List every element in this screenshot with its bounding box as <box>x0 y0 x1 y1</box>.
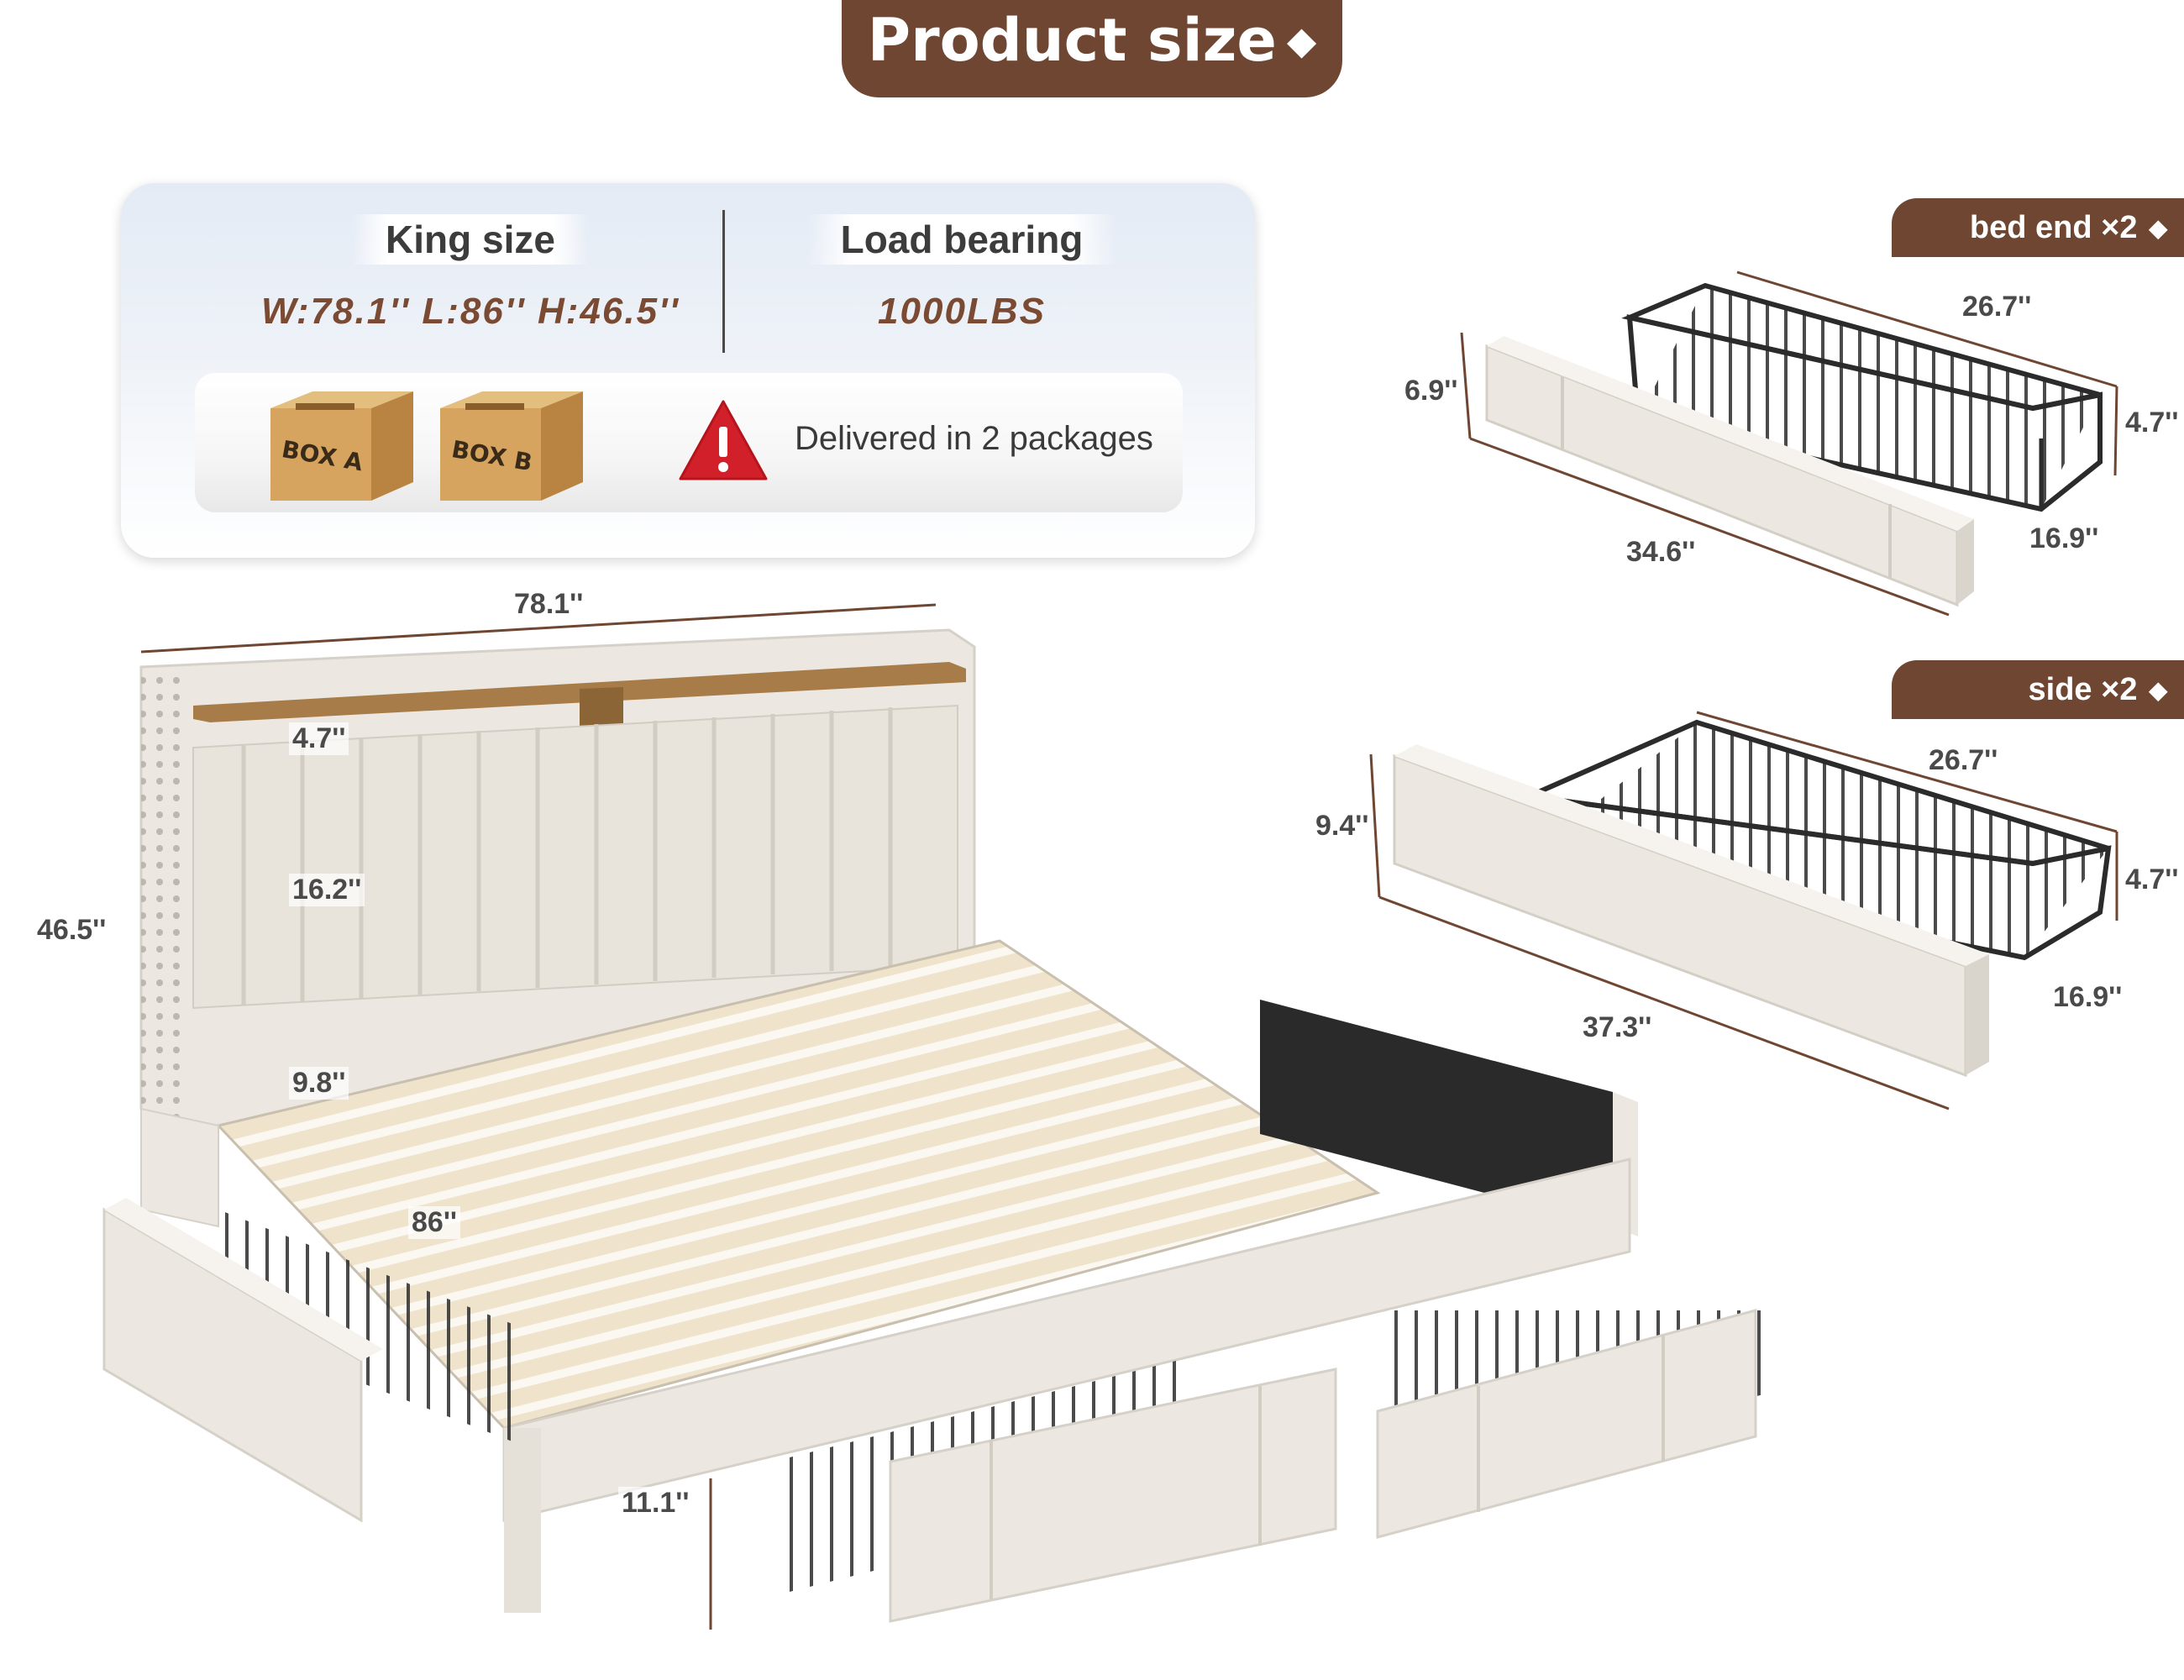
box-b-icon: BOX B <box>440 391 583 501</box>
side-drawer-illustration <box>1369 711 2118 1110</box>
bed-end-front-length: 34.6'' <box>1626 536 1696 568</box>
bed-height-label: 46.5'' <box>37 914 107 946</box>
delivery-text: Delivered in 2 packages <box>795 420 1153 457</box>
king-size-label: King size <box>352 214 589 265</box>
diamond-icon: ◆ <box>1286 18 1317 63</box>
bed-end-tab: bed end ×2 ◆ <box>1892 198 2184 257</box>
title-tab <box>842 0 1342 97</box>
page-title-text: Product size <box>867 6 1277 75</box>
side-drawer-depth: 26.7'' <box>1929 744 1998 776</box>
clearance-height-label: 9.8'' <box>289 1067 349 1100</box>
bed-end-drawer-illustration <box>1460 270 2118 617</box>
diamond-icon: ◆ <box>2149 214 2167 241</box>
load-bearing-value: 1000LBS <box>878 291 1046 332</box>
side-drawer-basket-width: 16.9'' <box>2053 981 2123 1013</box>
bed-length-label: 86'' <box>408 1206 460 1239</box>
card-divider <box>722 210 725 353</box>
diamond-icon: ◆ <box>2149 676 2167 703</box>
side-drawer-tab: side ×2 ◆ <box>1892 660 2184 719</box>
side-drawer-basket-height: 4.7'' <box>2125 864 2179 895</box>
bed-end-basket-height: 4.7'' <box>2125 407 2179 438</box>
bed-width-label: 78.1'' <box>514 588 584 620</box>
bed-illustration <box>102 603 1764 1630</box>
headboard-panels <box>192 704 958 1010</box>
bed-end-height: 6.9'' <box>1404 375 1458 407</box>
king-size-dimensions: W:78.1'' L:86'' H:46.5'' <box>261 291 680 332</box>
headboard-height-label: 16.2'' <box>289 874 365 906</box>
king-size-heading: King size <box>286 214 655 265</box>
load-bearing-heading: Load bearing <box>756 214 1168 265</box>
side-rail-height-label: 11.1'' <box>618 1487 693 1520</box>
bed-end-basket-width: 16.9'' <box>2029 522 2099 554</box>
bed-end-label: bed end ×2 <box>1969 209 2138 245</box>
side-drawer-front-length: 37.3'' <box>1583 1011 1652 1043</box>
bed-end-depth: 26.7'' <box>1962 291 2032 323</box>
load-bearing-label: Load bearing <box>806 214 1117 265</box>
side-drawer-label: side ×2 <box>2028 671 2138 707</box>
box-a-icon: BOX A <box>270 391 413 501</box>
page-title: Product size ◆ <box>842 0 1342 81</box>
shelf-height-label: 4.7'' <box>289 722 349 755</box>
warning-icon <box>679 400 768 480</box>
side-drawer-height: 9.4'' <box>1315 810 1369 842</box>
